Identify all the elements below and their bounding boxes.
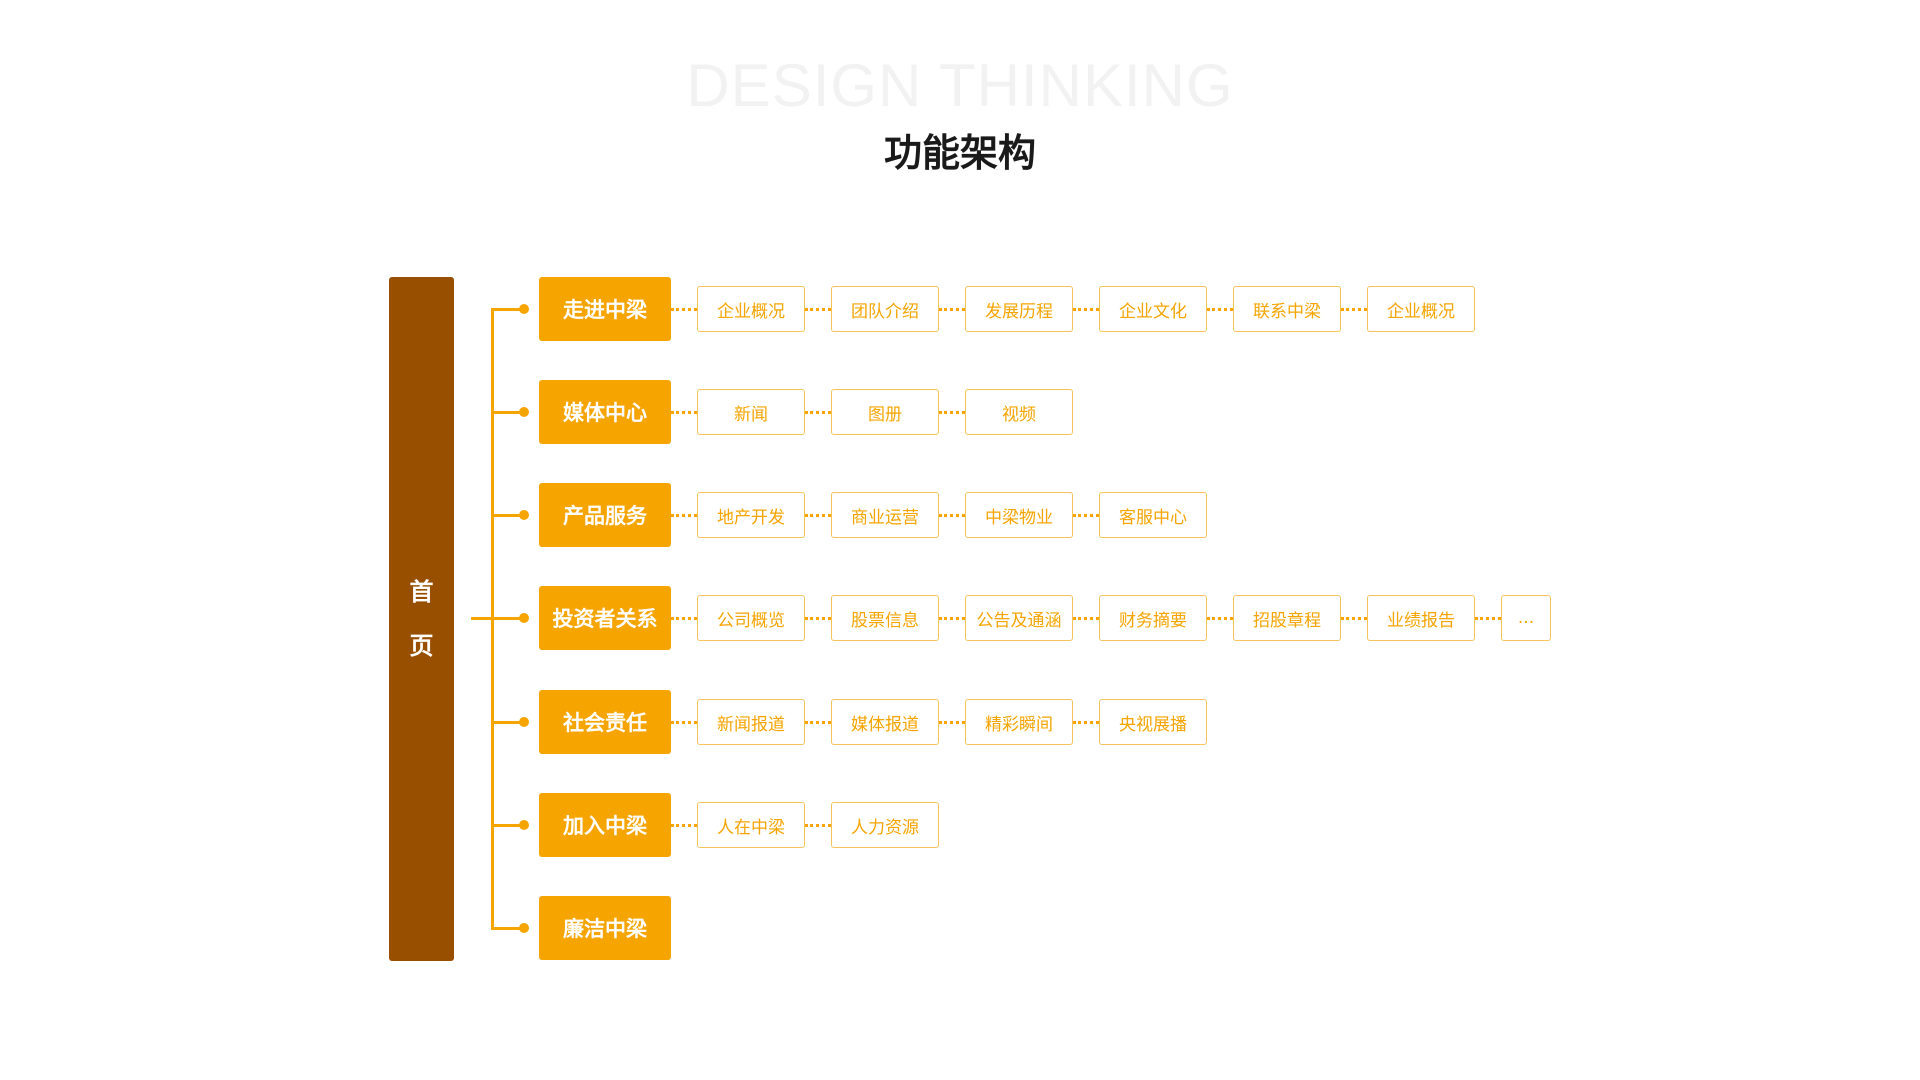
branch-dot — [519, 820, 529, 830]
sub-item-node[interactable]: 人力资源 — [831, 802, 939, 848]
sub-item-node[interactable]: 企业概况 — [1367, 286, 1475, 332]
sub-item-node[interactable]: 发展历程 — [965, 286, 1073, 332]
sub-item-node[interactable]: 地产开发 — [697, 492, 805, 538]
branch-dot — [519, 510, 529, 520]
page-title: 功能架构 — [883, 131, 1036, 175]
sub-items: 地产开发商业运营中梁物业客服中心 — [671, 492, 1207, 538]
watermark-text: DESIGN THINKING — [686, 52, 1234, 119]
sub-items: 新闻报道媒体报道精彩瞬间央视展播 — [671, 699, 1207, 745]
dotted-connector — [1475, 616, 1501, 620]
sub-item-node[interactable]: 商业运营 — [831, 492, 939, 538]
dotted-connector — [939, 307, 965, 311]
sub-item-node[interactable]: 视频 — [965, 389, 1073, 435]
home-label-1: 首 — [409, 578, 434, 606]
dotted-connector — [671, 720, 697, 724]
branch-connector — [491, 617, 525, 620]
dotted-connector — [1341, 616, 1367, 620]
dotted-connector — [671, 307, 697, 311]
sub-items: 新闻图册视频 — [671, 389, 1073, 435]
sub-item-node[interactable]: 财务摘要 — [1099, 595, 1207, 641]
dotted-connector — [805, 616, 831, 620]
sub-item-node[interactable]: 媒体报道 — [831, 699, 939, 745]
sub-item-node[interactable]: 公司概览 — [697, 595, 805, 641]
sub-items: 公司概览股票信息公告及通涵财务摘要招股章程业绩报告... — [671, 595, 1551, 641]
category-node[interactable]: 社会责任 — [539, 690, 671, 754]
dotted-connector — [671, 823, 697, 827]
dotted-connector — [1341, 307, 1367, 311]
sub-item-node[interactable]: 股票信息 — [831, 595, 939, 641]
branch-dot — [519, 304, 529, 314]
category-node[interactable]: 走进中梁 — [539, 277, 671, 341]
sub-item-node[interactable]: 图册 — [831, 389, 939, 435]
dotted-connector — [939, 616, 965, 620]
sub-item-node[interactable]: 团队介绍 — [831, 286, 939, 332]
category-node[interactable]: 媒体中心 — [539, 380, 671, 444]
sub-item-node[interactable]: ... — [1501, 595, 1551, 641]
home-node[interactable]: 首 页 — [389, 277, 454, 961]
branch-connector — [491, 824, 525, 827]
branch-connector — [491, 721, 525, 724]
dotted-connector — [805, 307, 831, 311]
sub-item-node[interactable]: 新闻报道 — [697, 699, 805, 745]
branch-connector — [491, 308, 525, 311]
sub-item-node[interactable]: 公告及通涵 — [965, 595, 1073, 641]
sub-item-node[interactable]: 企业文化 — [1099, 286, 1207, 332]
branch-dot — [519, 613, 529, 623]
dotted-connector — [939, 720, 965, 724]
dotted-connector — [671, 410, 697, 414]
branch-dot — [519, 717, 529, 727]
dotted-connector — [1207, 307, 1233, 311]
sub-item-node[interactable]: 联系中梁 — [1233, 286, 1341, 332]
sub-item-node[interactable]: 人在中梁 — [697, 802, 805, 848]
branch-connector — [491, 411, 525, 414]
sub-items: 企业概况团队介绍发展历程企业文化联系中梁企业概况 — [671, 286, 1475, 332]
branch-connector — [491, 927, 525, 930]
sub-item-node[interactable]: 精彩瞬间 — [965, 699, 1073, 745]
category-node[interactable]: 廉洁中梁 — [539, 896, 671, 960]
dotted-connector — [1073, 616, 1099, 620]
branch-dot — [519, 923, 529, 933]
sub-item-node[interactable]: 业绩报告 — [1367, 595, 1475, 641]
sub-item-node[interactable]: 中梁物业 — [965, 492, 1073, 538]
dotted-connector — [805, 823, 831, 827]
dotted-connector — [939, 513, 965, 517]
dotted-connector — [1073, 513, 1099, 517]
home-label-2: 页 — [409, 632, 434, 660]
home-connector — [471, 617, 493, 620]
dotted-connector — [1073, 307, 1099, 311]
sub-item-node[interactable]: 招股章程 — [1233, 595, 1341, 641]
dotted-connector — [805, 513, 831, 517]
dotted-connector — [1207, 616, 1233, 620]
category-node[interactable]: 投资者关系 — [539, 586, 671, 650]
sub-items: 人在中梁人力资源 — [671, 802, 939, 848]
dotted-connector — [671, 616, 697, 620]
sub-item-node[interactable]: 企业概况 — [697, 286, 805, 332]
sub-item-node[interactable]: 央视展播 — [1099, 699, 1207, 745]
category-node[interactable]: 加入中梁 — [539, 793, 671, 857]
branch-connector — [491, 514, 525, 517]
dotted-connector — [805, 410, 831, 414]
sub-item-node[interactable]: 新闻 — [697, 389, 805, 435]
dotted-connector — [1073, 720, 1099, 724]
dotted-connector — [671, 513, 697, 517]
branch-dot — [519, 407, 529, 417]
category-node[interactable]: 产品服务 — [539, 483, 671, 547]
dotted-connector — [805, 720, 831, 724]
dotted-connector — [939, 410, 965, 414]
sub-item-node[interactable]: 客服中心 — [1099, 492, 1207, 538]
